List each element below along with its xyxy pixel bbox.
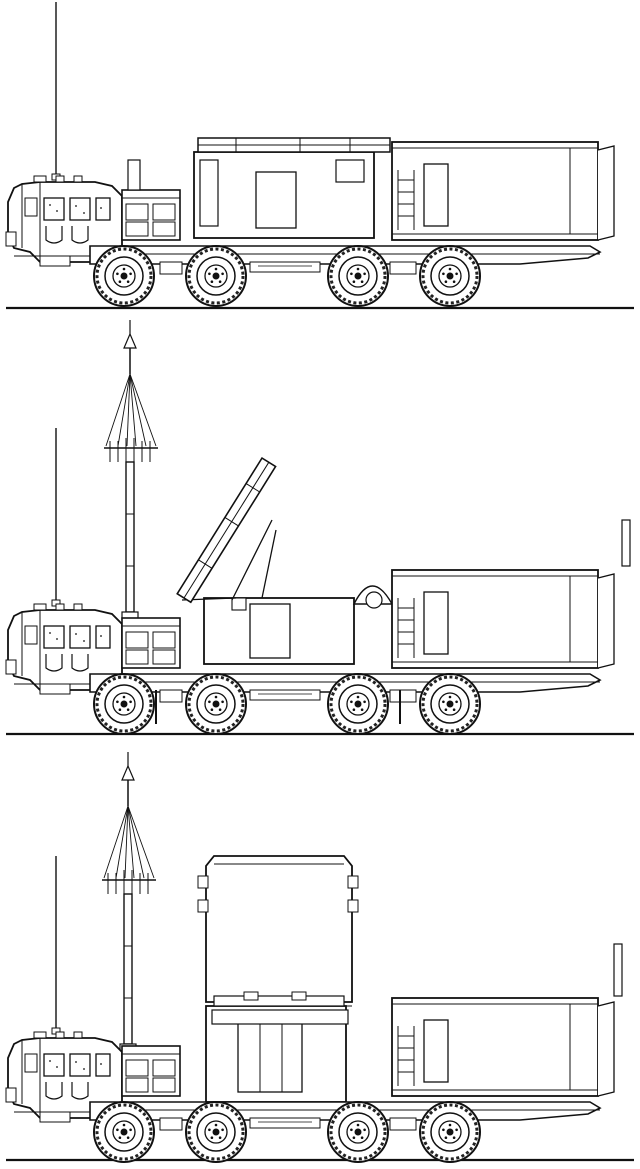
view-deploying [5, 319, 634, 736]
unfolding-radar-antenna [176, 456, 277, 604]
raised-radar-array [197, 855, 359, 1025]
view-transport [5, 1, 634, 310]
view-deployed [5, 751, 634, 1162]
